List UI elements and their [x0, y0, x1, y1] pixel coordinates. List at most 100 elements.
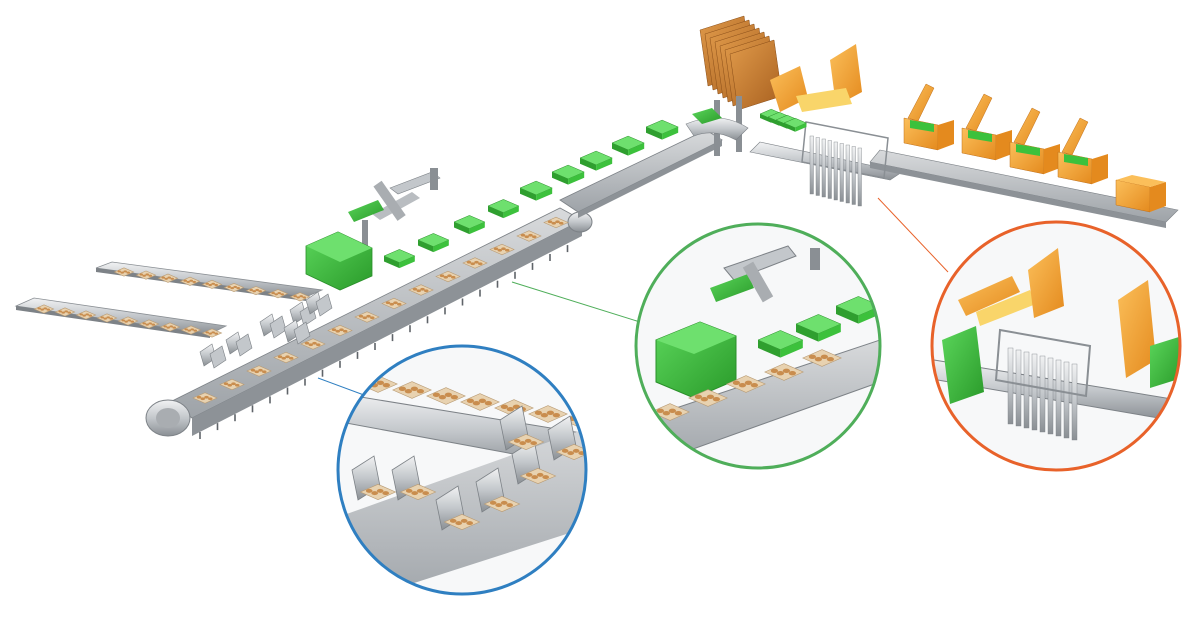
pack-front: [399, 256, 415, 269]
food-item: [103, 317, 107, 320]
food-tray-icon: [96, 313, 118, 323]
food-item: [277, 292, 282, 295]
food-item: [200, 397, 205, 401]
food-item: [706, 394, 715, 399]
food-tray-icon: [327, 324, 353, 337]
food-item: [79, 313, 83, 316]
loader-fin: [857, 147, 862, 207]
food-item: [385, 301, 391, 305]
food-item: [250, 368, 256, 372]
food-item: [145, 323, 149, 326]
food-tray-icon: [75, 310, 97, 320]
carton-flap: [965, 93, 993, 132]
loader-fin: [1047, 357, 1054, 435]
food-item: [466, 521, 474, 526]
food-item: [109, 317, 113, 320]
food-item: [331, 328, 337, 332]
food-item: [161, 276, 165, 279]
loader-fin: [1039, 355, 1046, 433]
food-item: [366, 314, 371, 318]
food-item: [501, 247, 506, 251]
pack-side: [580, 158, 597, 171]
food-item: [274, 293, 279, 296]
food-item: [211, 282, 215, 285]
carton-flap: [907, 83, 935, 122]
food-item: [296, 296, 301, 299]
food-item: [788, 371, 797, 376]
food-item: [186, 280, 190, 283]
product-pack-icon: [453, 215, 486, 235]
food-item: [398, 386, 406, 391]
food-tray-icon: [201, 328, 223, 338]
food-item: [335, 329, 340, 333]
conveyor-legs: [199, 245, 569, 439]
food-item: [750, 383, 759, 388]
food-item: [530, 441, 537, 446]
food-tray-icon: [408, 284, 434, 296]
food-item: [422, 491, 430, 496]
food-item: [280, 293, 285, 296]
food-item: [540, 413, 549, 418]
main-conveyor: [145, 199, 593, 439]
food-item: [142, 274, 146, 277]
food-tray-icon: [462, 257, 488, 269]
food-item: [472, 401, 480, 406]
food-item: [196, 395, 202, 399]
food-tray-icon: [180, 325, 202, 335]
food-tray-icon: [381, 297, 407, 310]
callout-infeed: [336, 344, 588, 596]
food-item: [370, 316, 375, 320]
food-item: [145, 273, 149, 276]
loader-fin: [827, 140, 832, 199]
pack-stack: [305, 231, 373, 291]
pack-side: [418, 240, 434, 253]
food-tray-icon: [764, 363, 804, 381]
food-tray-icon: [117, 316, 139, 326]
food-item: [524, 235, 529, 239]
food-item: [808, 354, 817, 359]
carton-icon: [1009, 107, 1060, 175]
food-item: [130, 320, 134, 323]
product-pack-icon: [551, 164, 585, 185]
main-conveyor-trays: [192, 199, 569, 404]
food-item: [117, 270, 121, 273]
product-pack-icon: [487, 199, 520, 219]
food-tray-icon: [802, 349, 842, 367]
food-item: [525, 472, 533, 477]
food-item: [187, 329, 191, 332]
food-item: [694, 394, 703, 399]
loader-fin: [809, 135, 814, 195]
food-tray-icon: [426, 387, 466, 405]
food-tray-icon: [354, 311, 380, 323]
food-item: [512, 404, 521, 409]
pack-front: [795, 123, 807, 132]
food-item: [547, 220, 553, 224]
callout-cartoning-detail: [932, 248, 1180, 441]
food-item: [559, 221, 564, 225]
food-item: [85, 313, 89, 316]
robot-arm-icon: [710, 245, 820, 303]
food-tray-icon: [245, 286, 267, 296]
food-item: [376, 380, 384, 385]
food-item: [371, 491, 379, 496]
food-item: [223, 382, 229, 386]
food-item: [397, 302, 402, 306]
food-item: [404, 389, 412, 394]
food-item: [382, 491, 390, 496]
food-item: [455, 521, 463, 526]
food-tray-icon: [289, 292, 311, 302]
food-tray-icon: [273, 351, 299, 364]
food-tray-icon: [519, 467, 557, 485]
food-item: [214, 283, 218, 287]
tray-grippers: [199, 291, 333, 369]
carton-icon: [1057, 117, 1108, 185]
robot-arm-icon: [348, 168, 441, 250]
food-tray-icon: [54, 307, 76, 317]
food-item: [184, 328, 188, 331]
pack-side: [488, 206, 504, 219]
food-item: [744, 380, 753, 385]
food-item: [190, 328, 194, 331]
food-item: [169, 325, 173, 328]
food-item: [233, 285, 237, 288]
